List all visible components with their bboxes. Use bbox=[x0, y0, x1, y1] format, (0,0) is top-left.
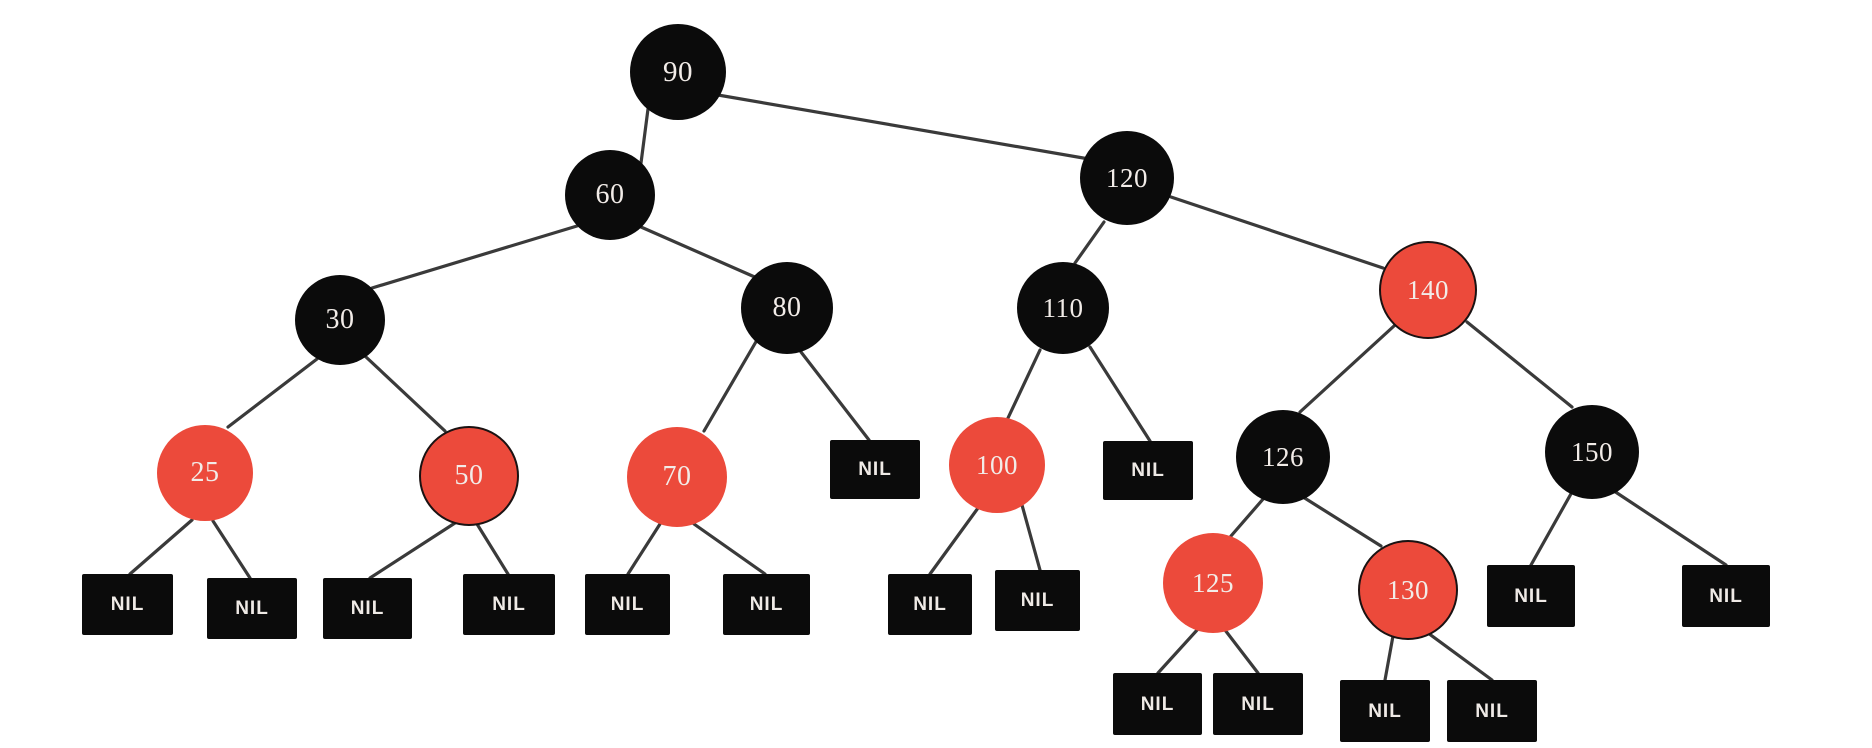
tree-nil-leaf[interactable]: NIL bbox=[463, 574, 555, 635]
tree-node-label: 50 bbox=[454, 460, 484, 491]
tree-nil-label: NIL bbox=[610, 594, 645, 615]
tree-nil-label: NIL bbox=[1131, 460, 1165, 481]
tree-nil-label: NIL bbox=[749, 594, 784, 615]
tree-edge-n130-nil13 bbox=[1383, 634, 1395, 682]
tree-nil-label: NIL bbox=[1475, 700, 1509, 722]
tree-edge-n30-n50 bbox=[364, 355, 447, 433]
tree-edge-n120-n140 bbox=[1169, 195, 1385, 270]
tree-edge-n140-n126 bbox=[1298, 324, 1396, 414]
tree-edge-n70-nil5 bbox=[626, 522, 662, 576]
tree-edge-n100-nil8 bbox=[1020, 503, 1042, 572]
tree-edge-n50-nil3 bbox=[368, 521, 457, 580]
tree-node-60[interactable]: 60 bbox=[565, 150, 655, 240]
tree-edge-n90-n120 bbox=[716, 93, 1091, 161]
tree-node-100[interactable]: 100 bbox=[949, 417, 1045, 513]
tree-edge-n110-n100 bbox=[1006, 348, 1042, 420]
tree-edge-n25-nil1 bbox=[128, 518, 194, 576]
tree-nil-leaf[interactable]: NIL bbox=[1213, 673, 1303, 735]
tree-node-126[interactable]: 126 bbox=[1236, 410, 1330, 504]
tree-nil-label: NIL bbox=[235, 598, 269, 619]
tree-node-label: 25 bbox=[190, 457, 220, 488]
tree-node-70[interactable]: 70 bbox=[627, 427, 727, 527]
tree-edge-n50-nil4 bbox=[475, 522, 510, 576]
tree-edge-n126-n130 bbox=[1301, 495, 1383, 548]
tree-nil-leaf[interactable]: NIL bbox=[1113, 673, 1202, 735]
tree-edge-n140-n150 bbox=[1465, 320, 1574, 409]
tree-node-label: 110 bbox=[1042, 292, 1084, 323]
tree-edge-n130-nil14 bbox=[1426, 631, 1494, 682]
tree-node-label: 100 bbox=[976, 449, 1018, 480]
tree-nil-label: NIL bbox=[1020, 590, 1055, 611]
tree-node-125[interactable]: 125 bbox=[1163, 533, 1263, 633]
tree-edge-n25-nil2 bbox=[211, 519, 252, 580]
tree-edge-n80-n70 bbox=[702, 338, 759, 433]
tree-edge-n125-nil12 bbox=[1223, 628, 1260, 675]
tree-nil-label: NIL bbox=[1709, 585, 1743, 607]
tree-node-label: 30 bbox=[325, 304, 355, 335]
tree-node-label: 150 bbox=[1571, 436, 1613, 467]
tree-nil-leaf[interactable]: NIL bbox=[1103, 441, 1193, 500]
tree-edge-n100-nil7 bbox=[928, 506, 980, 576]
tree-edge-n90-n60 bbox=[639, 107, 650, 165]
tree-node-110[interactable]: 110 bbox=[1017, 262, 1109, 354]
tree-nil-leaf[interactable]: NIL bbox=[1340, 680, 1430, 742]
tree-nil-leaf[interactable]: NIL bbox=[323, 578, 412, 639]
tree-node-label: 60 bbox=[595, 179, 625, 210]
tree-nil-leaf[interactable]: NIL bbox=[207, 578, 297, 639]
tree-nil-label: NIL bbox=[858, 459, 892, 480]
tree-edge-n126-n125 bbox=[1229, 496, 1266, 538]
tree-nil-leaf[interactable]: NIL bbox=[1682, 565, 1770, 627]
tree-nil-leaf[interactable]: NIL bbox=[82, 574, 173, 635]
tree-nil-leaf[interactable]: NIL bbox=[723, 574, 810, 635]
tree-edge-n150-nil16 bbox=[1612, 489, 1728, 567]
tree-node-90[interactable]: 90 bbox=[630, 24, 726, 120]
tree-edge-n80-nil10 bbox=[799, 350, 871, 442]
tree-nil-leaf[interactable]: NIL bbox=[830, 440, 920, 499]
tree-node-label: 130 bbox=[1387, 574, 1429, 605]
tree-nil-label: NIL bbox=[1241, 693, 1275, 715]
tree-nil-leaf[interactable]: NIL bbox=[585, 574, 670, 635]
tree-edge-n125-nil11 bbox=[1156, 627, 1200, 675]
tree-nil-label: NIL bbox=[1514, 585, 1548, 607]
tree-nil-label: NIL bbox=[110, 594, 145, 615]
tree-nil-leaf[interactable]: NIL bbox=[1447, 680, 1537, 742]
tree-node-25[interactable]: 25 bbox=[157, 425, 253, 521]
tree-nil-label: NIL bbox=[1368, 700, 1402, 722]
tree-edge-n110-nil9 bbox=[1088, 345, 1152, 443]
tree-node-label: 80 bbox=[772, 292, 802, 323]
tree-nil-leaf[interactable]: NIL bbox=[995, 570, 1080, 631]
tree-edge-n30-n25 bbox=[226, 357, 319, 429]
tree-node-130[interactable]: 130 bbox=[1358, 540, 1458, 640]
tree-edge-n60-n30 bbox=[370, 224, 579, 290]
tree-nil-label: NIL bbox=[492, 594, 526, 615]
tree-nil-label: NIL bbox=[350, 598, 385, 619]
tree-nil-leaf[interactable]: NIL bbox=[1487, 565, 1575, 627]
tree-node-label: 126 bbox=[1262, 441, 1304, 472]
tree-node-label: 125 bbox=[1192, 567, 1234, 598]
tree-node-label: 70 bbox=[662, 461, 692, 492]
tree-node-80[interactable]: 80 bbox=[741, 262, 833, 354]
tree-nil-leaf[interactable]: NIL bbox=[888, 574, 972, 635]
tree-nil-label: NIL bbox=[913, 594, 947, 615]
tree-node-label: 140 bbox=[1407, 274, 1449, 305]
tree-node-150[interactable]: 150 bbox=[1545, 405, 1639, 499]
tree-edge-n70-nil6 bbox=[692, 522, 767, 576]
tree-node-label: 90 bbox=[663, 55, 693, 88]
tree-node-label: 120 bbox=[1106, 162, 1148, 193]
tree-nil-label: NIL bbox=[1140, 693, 1175, 715]
tree-node-140[interactable]: 140 bbox=[1379, 241, 1477, 339]
tree-node-30[interactable]: 30 bbox=[295, 275, 385, 365]
tree-edge-n120-n110 bbox=[1073, 220, 1106, 265]
tree-node-50[interactable]: 50 bbox=[419, 426, 519, 526]
tree-node-120[interactable]: 120 bbox=[1080, 131, 1174, 225]
tree-edge-n150-nil15 bbox=[1529, 490, 1574, 567]
tree-edge-n60-n80 bbox=[639, 225, 759, 280]
